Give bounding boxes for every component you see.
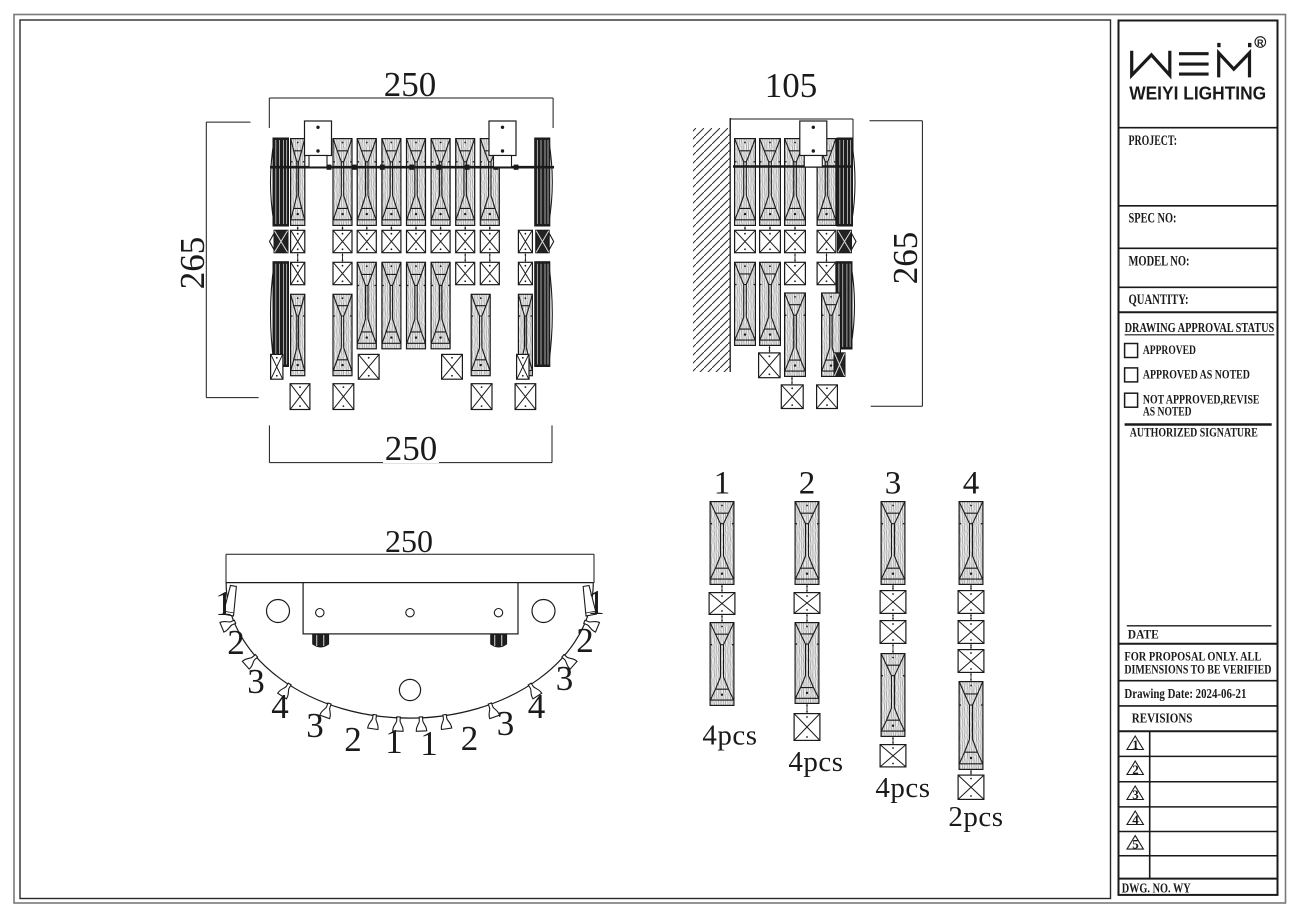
svg-text:2: 2 [1132,762,1139,777]
svg-text:4pcs: 4pcs [875,772,930,804]
svg-text:1: 1 [385,722,403,761]
svg-text:2pcs: 2pcs [948,801,1003,833]
svg-text:2: 2 [799,466,816,502]
svg-text:4: 4 [1132,812,1139,827]
svg-text:1: 1 [215,584,233,623]
svg-text:DWG. NO. WY: DWG. NO. WY [1122,881,1191,896]
svg-text:WEIYI LIGHTING: WEIYI LIGHTING [1129,83,1266,104]
svg-text:REVISIONS: REVISIONS [1132,711,1193,726]
svg-text:FOR PROPOSAL ONLY. ALL: FOR PROPOSAL ONLY. ALL [1124,650,1261,664]
svg-text:SPEC NO:: SPEC NO: [1129,211,1177,227]
svg-text:3: 3 [556,659,574,698]
svg-text:2: 2 [461,719,479,758]
svg-text:QUANTITY:: QUANTITY: [1129,292,1189,308]
svg-text:DRAWING APPROVAL STATUS: DRAWING APPROVAL STATUS [1125,320,1275,335]
svg-text:1: 1 [714,466,731,502]
svg-text:4pcs: 4pcs [788,746,843,778]
svg-text:DIMENSIONS TO BE VERIFIED: DIMENSIONS TO BE VERIFIED [1124,662,1271,676]
svg-text:4: 4 [528,687,546,726]
svg-text:AS NOTED: AS NOTED [1143,405,1192,419]
svg-text:250: 250 [385,429,438,468]
svg-text:2: 2 [576,621,594,660]
svg-text:265: 265 [173,237,212,290]
svg-text:3: 3 [306,706,324,745]
svg-text:4: 4 [963,466,980,502]
svg-text:1: 1 [1132,737,1139,752]
svg-text:250: 250 [384,65,437,104]
svg-text:3: 3 [1132,787,1139,802]
svg-text:2: 2 [227,623,245,662]
svg-text:3: 3 [885,466,902,502]
svg-text:1: 1 [587,583,605,622]
svg-text:DATE: DATE [1128,627,1159,642]
svg-text:PROJECT:: PROJECT: [1129,133,1178,149]
svg-text:265: 265 [886,232,925,285]
svg-text:105: 105 [765,66,818,105]
svg-text:MODEL NO:: MODEL NO: [1129,254,1190,270]
svg-text:Drawing Date: 2024-06-21: Drawing Date: 2024-06-21 [1124,687,1246,702]
svg-text:APPROVED AS NOTED: APPROVED AS NOTED [1143,367,1250,381]
svg-text:R: R [1257,38,1264,48]
svg-text:1: 1 [420,724,438,763]
svg-text:3: 3 [497,704,515,743]
svg-text:NOT APPROVED,REVISE: NOT APPROVED,REVISE [1143,393,1260,407]
svg-text:AUTHORIZED SIGNATURE: AUTHORIZED SIGNATURE [1130,425,1258,440]
svg-text:APPROVED: APPROVED [1143,343,1196,357]
svg-text:5: 5 [1132,836,1139,851]
svg-text:4: 4 [271,687,289,726]
svg-text:250: 250 [385,523,433,559]
svg-text:4pcs: 4pcs [702,720,757,752]
svg-text:3: 3 [247,662,265,701]
svg-text:2: 2 [344,720,362,759]
